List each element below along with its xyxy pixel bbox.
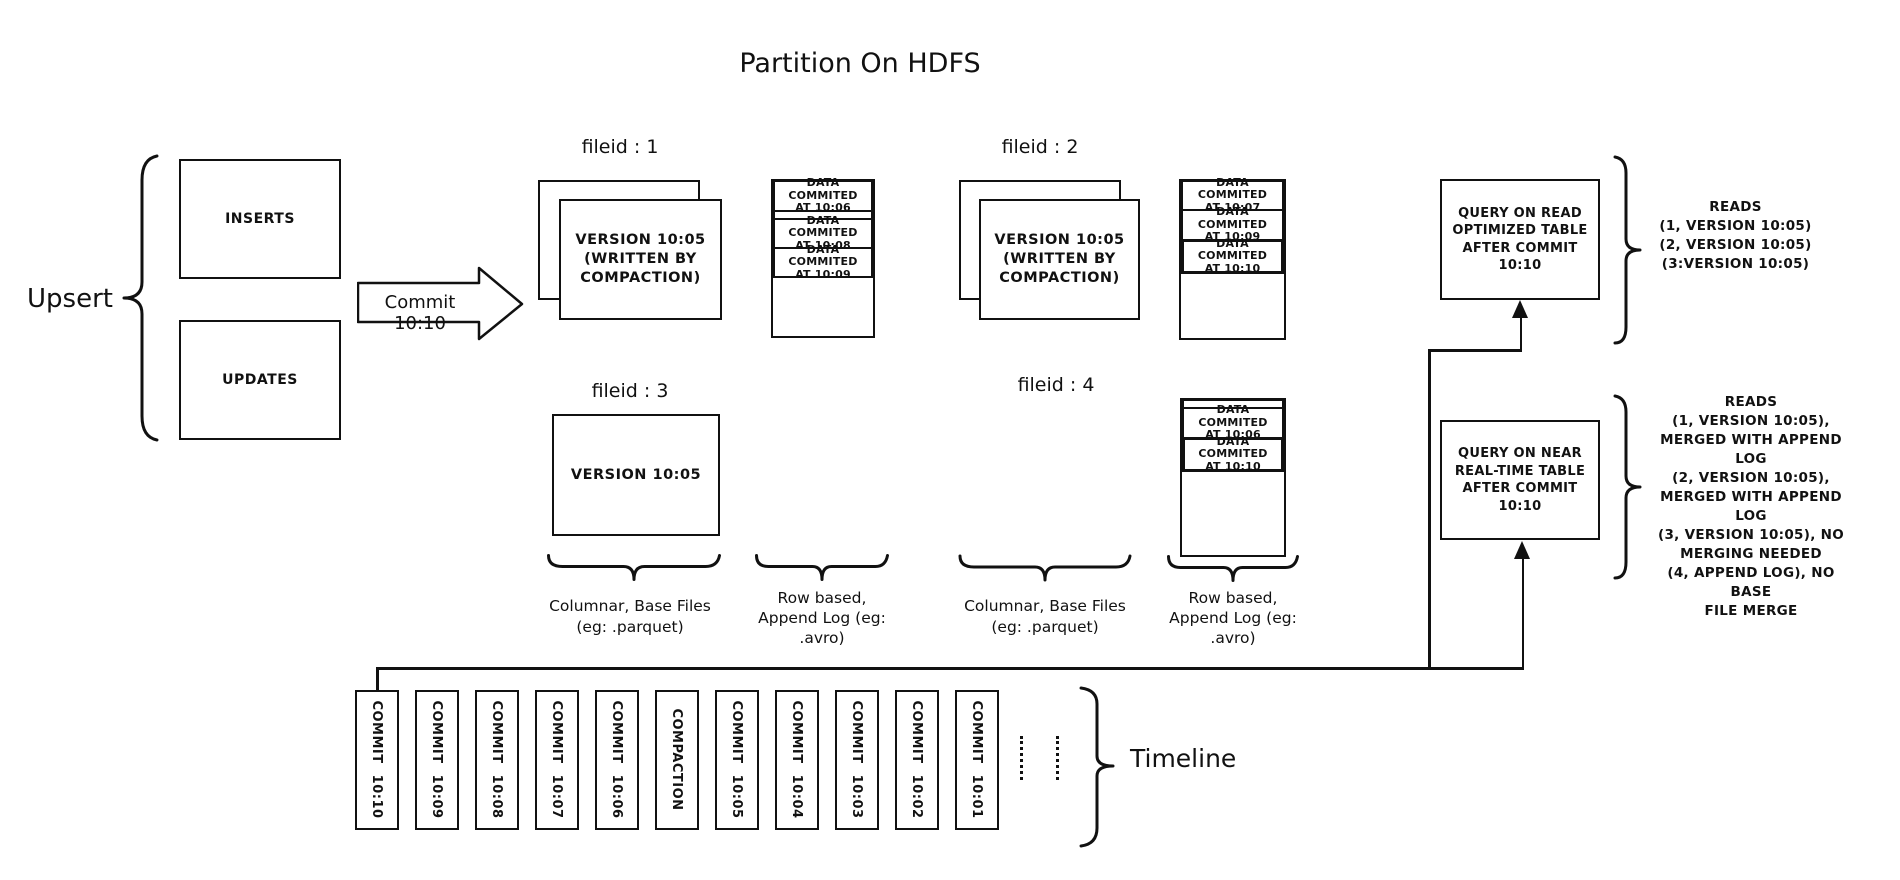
log-entry-label: DATA COMMITED AT 10:06 [1198, 403, 1268, 442]
log-entry-label: DATA COMMITED AT 10:08 [788, 213, 858, 252]
timeline-entry-label: COMMIT 10:09 [429, 700, 444, 819]
columnar-caption-1: Columnar, Base Files (eg: .parquet) [549, 597, 711, 636]
fileid-1-base-label: VERSION 10:05 (WRITTEN BY COMPACTION) [575, 232, 706, 286]
timeline-horizontal-line [376, 667, 1524, 670]
fileid-3-label: fileid : 3 [591, 380, 669, 402]
fileid-1-log-file: DATA COMMITED AT 10:06 DATA COMMITED AT … [771, 176, 875, 338]
log-entry-label: DATA COMMITED AT 10:10 [1198, 434, 1268, 473]
diagram-title: Partition On HDFS [739, 48, 981, 79]
timeline-commit-box: COMMIT 10:09 [415, 690, 459, 830]
timeline-entry-label: COMMIT 10:10 [369, 700, 384, 819]
timeline-entry-label: COMMIT 10:07 [549, 700, 564, 819]
fileid-2-label: fileid : 2 [1001, 136, 1079, 158]
reads-near-real-time: READS (1, VERSION 10:05), MERGED WITH AP… [1657, 394, 1845, 619]
timeline-commit-box: COMMIT 10:08 [475, 690, 519, 830]
commit-arrow-icon [357, 266, 524, 341]
timeline-ellipsis-icon [1020, 736, 1023, 780]
log-entry: DATA COMMITED AT 10:09 [773, 243, 873, 280]
query-near-real-time-label: QUERY ON NEAR REAL-TIME TABLE AFTER COMM… [1454, 446, 1586, 514]
updates-box: UPDATES [179, 320, 341, 440]
reads-1-brace-icon [1613, 155, 1642, 345]
query-near-real-time-box: QUERY ON NEAR REAL-TIME TABLE AFTER COMM… [1440, 420, 1600, 540]
timeline-commit-box: COMMIT 10:03 [835, 690, 879, 830]
rowbased-caption-1: Row based, Append Log (eg: .avro) [758, 589, 886, 647]
fileid-4-label: fileid : 4 [1017, 374, 1095, 396]
log-entry-label: DATA COMMITED AT 10:10 [1197, 236, 1268, 275]
timeline-entry-label: COMMIT 10:04 [789, 700, 804, 819]
log-entry: DATA COMMITED AT 10:08 [773, 214, 873, 251]
columnar-2-brace-icon [958, 554, 1132, 582]
fileid-2-base-label: VERSION 10:05 (WRITTEN BY COMPACTION) [994, 232, 1125, 286]
timeline-entry-label: COMMIT 10:01 [969, 700, 984, 819]
log-entry-latest: DATA COMMITED AT 10:10 [1182, 434, 1284, 473]
upsert-brace-icon [122, 154, 159, 442]
log-entry-label: DATA COMMITED AT 10:09 [1197, 205, 1268, 244]
timeline-commit-box: COMMIT 10:06 [595, 690, 639, 830]
timeline-stub-line [376, 667, 379, 691]
timeline-commit-box: COMMIT 10:02 [895, 690, 939, 830]
timeline-entry-label: COMPACTION [669, 708, 684, 811]
timeline-entry-label: COMMIT 10:06 [609, 700, 624, 819]
log-entry-label: DATA COMMITED AT 10:07 [1197, 175, 1268, 214]
timeline-commit-box: COMMIT 10:07 [535, 690, 579, 830]
fileid-2-log-file: DATA COMMITED AT 10:07 DATA COMMITED AT … [1179, 176, 1286, 340]
timeline-brace-icon [1079, 686, 1115, 848]
timeline-compaction-box: COMPACTION [655, 690, 699, 830]
log-entry: DATA COMMITED AT 10:06 [1182, 403, 1284, 442]
timeline-commit-box: COMMIT 10:01 [955, 690, 999, 830]
commit-arrow-label: Commit 10:10 [384, 292, 456, 334]
near-real-time-arrowhead-icon [1514, 541, 1530, 559]
reads-read-optimized: READS (1, VERSION 10:05) (2, VERSION 10:… [1659, 199, 1812, 272]
timeline-ellipsis-icon [1056, 736, 1059, 780]
read-optimized-branch-vertical [1428, 349, 1431, 669]
fileid-3-base-file: VERSION 10:05 [552, 414, 720, 536]
fileid-1-base-file: VERSION 10:05 (WRITTEN BY COMPACTION) [559, 199, 722, 320]
log-entry: DATA COMMITED AT 10:06 [773, 176, 873, 215]
log-entry-label: DATA COMMITED AT 10:06 [788, 176, 858, 215]
inserts-label: INSERTS [225, 211, 295, 227]
timeline-entry-label: COMMIT 10:05 [729, 700, 744, 819]
rowbased-1-brace-icon [755, 554, 889, 581]
timeline-commit-box: COMMIT 10:04 [775, 690, 819, 830]
log-entry: DATA COMMITED AT 10:09 [1181, 205, 1284, 244]
fileid-2-base-file: VERSION 10:05 (WRITTEN BY COMPACTION) [979, 199, 1140, 320]
timeline-commit-box: COMMIT 10:10 [355, 690, 399, 830]
timeline-commit-box: COMMIT 10:05 [715, 690, 759, 830]
timeline-label: Timeline [1130, 744, 1237, 773]
columnar-caption-2: Columnar, Base Files (eg: .parquet) [964, 597, 1126, 636]
timeline-entry-label: COMMIT 10:03 [849, 700, 864, 819]
read-optimized-arrow-shaft [1519, 316, 1522, 351]
timeline-entry-label: COMMIT 10:08 [489, 700, 504, 819]
timeline-entry-label: COMMIT 10:02 [909, 700, 924, 819]
updates-label: UPDATES [222, 372, 298, 388]
near-real-time-arrow-shaft [1521, 557, 1524, 669]
fileid-4-log-file: DATA COMMITED AT 10:06 DATA COMMITED AT … [1180, 398, 1286, 557]
log-entry-latest: DATA COMMITED AT 10:10 [1181, 236, 1284, 275]
log-entry: DATA COMMITED AT 10:07 [1181, 176, 1284, 213]
read-optimized-arrowhead-icon [1512, 300, 1528, 318]
rowbased-caption-2: Row based, Append Log (eg: .avro) [1169, 589, 1297, 647]
columnar-1-brace-icon [547, 554, 721, 581]
read-optimized-branch-horizontal [1428, 349, 1522, 352]
upsert-label: Upsert [27, 284, 113, 314]
fileid-1-label: fileid : 1 [581, 136, 659, 158]
query-read-optimized-box: QUERY ON READ OPTIMIZED TABLE AFTER COMM… [1440, 179, 1600, 300]
query-read-optimized-label: QUERY ON READ OPTIMIZED TABLE AFTER COMM… [1452, 205, 1588, 274]
rowbased-2-brace-icon [1167, 555, 1299, 582]
reads-2-brace-icon [1613, 394, 1642, 580]
inserts-box: INSERTS [179, 159, 341, 279]
log-entry-label: DATA COMMITED AT 10:09 [788, 242, 858, 281]
fileid-3-base-label: VERSION 10:05 [570, 467, 702, 483]
